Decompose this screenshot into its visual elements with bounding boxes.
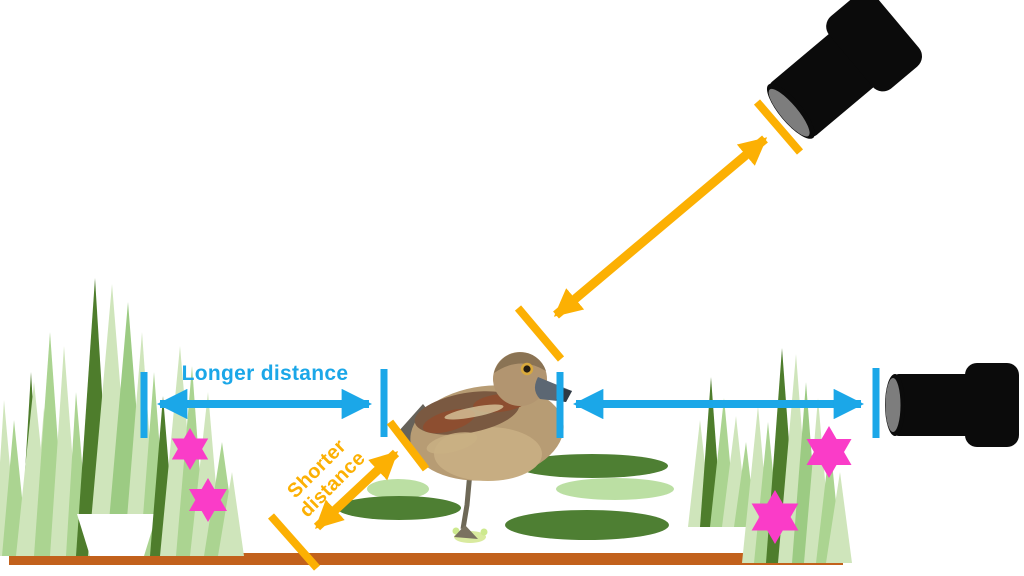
lily-pad: [505, 510, 669, 540]
shorter-distance-arrow: [268, 419, 430, 571]
duck-image: [398, 352, 572, 543]
grass-cluster-left: [0, 278, 168, 556]
ground-level-camera-icon: [885, 363, 1019, 447]
flower-icon: [189, 478, 227, 522]
plant-pot: [77, 514, 157, 556]
lily-pad: [367, 479, 429, 499]
longer-distance-arrow: [140, 369, 388, 438]
flower-icon: [751, 490, 799, 544]
distance-tick: [753, 99, 804, 155]
camera-lens: [768, 88, 810, 137]
distance-tick: [514, 305, 565, 362]
elevated-camera-distance-arrow: [514, 99, 804, 362]
lily-pad: [516, 454, 668, 478]
lily-pad: [556, 478, 674, 500]
distance-tick: [268, 513, 320, 571]
camera-subject-distance-arrow: [556, 368, 880, 438]
longer-distance-label: Longer distance: [181, 362, 349, 385]
flower-icon: [806, 426, 852, 478]
flower-icon: [171, 428, 209, 470]
camera-lens: [885, 378, 901, 432]
elevated-camera-icon: [766, 0, 922, 139]
distance-tick: [386, 419, 430, 472]
lily-pad: [337, 496, 461, 520]
duck-leg: [460, 471, 473, 530]
